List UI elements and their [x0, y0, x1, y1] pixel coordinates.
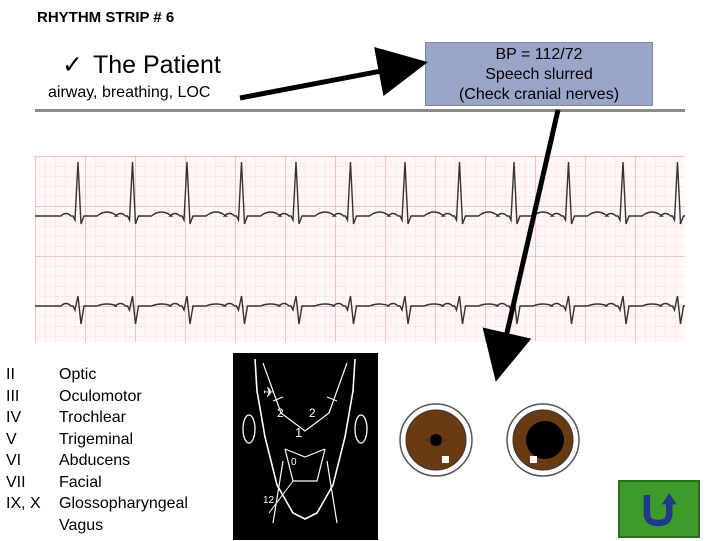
speech-text: Speech slurred [485, 66, 593, 83]
dilated-pupil [526, 421, 564, 459]
rhythm-strip [35, 156, 685, 342]
nerve-number: V [6, 430, 17, 448]
face-label-2-right: 2 [309, 406, 316, 420]
patient-subtitle: airway, breathing, LOC [48, 84, 211, 101]
face-label-2-left: 2 [277, 406, 284, 420]
nerve-name: Facial [59, 473, 102, 491]
face-diagram: 2 2 1 0 12 ✈ [233, 353, 378, 540]
nerve-number: IV [6, 409, 22, 426]
small-pupil [430, 434, 442, 446]
nerve-row: VI Abducens [6, 450, 226, 472]
check-nerves-text: (Check cranial nerves) [458, 86, 620, 103]
checkmark-icon: ✓ [62, 51, 83, 79]
ecg-trace-bottom [35, 295, 685, 325]
divider-line [35, 109, 685, 112]
nerve-number: VI [6, 452, 22, 469]
bp-text: BP = 112/72 [495, 46, 583, 63]
nerve-row: III Oculomotor [6, 386, 226, 408]
patient-label: The Patient [92, 51, 221, 79]
nerve-name: Optic [59, 366, 97, 383]
nerve-name: Trochlear [59, 409, 126, 426]
nerve-row: V Trigeminal [6, 429, 226, 451]
face-label-12: 12 [263, 495, 275, 506]
nerve-number: III [6, 387, 20, 405]
ecg-trace-top [35, 161, 685, 225]
nerve-number: IX, X [6, 495, 41, 512]
arrow-to-infobox [239, 46, 428, 101]
nerve-name: Vagus [59, 516, 104, 534]
patient-heading: ✓ The Patient [62, 50, 221, 80]
pupils-diagram [399, 403, 580, 477]
back-button[interactable] [618, 480, 700, 538]
nerve-row: VII Facial [6, 472, 226, 494]
info-box: BP = 112/72 Speech slurred (Check crania… [425, 42, 653, 106]
nerve-row: IV Trochlear [6, 407, 226, 429]
nerve-name: Trigeminal [59, 430, 134, 448]
face-label-0: 0 [291, 457, 297, 468]
nerve-name: Glossopharyngeal [59, 495, 188, 512]
slide-title: RHYTHM STRIP # 6 [37, 9, 175, 26]
return-arrow-icon [643, 493, 677, 527]
nerve-row: II Optic [6, 364, 226, 386]
svg-text:✈: ✈ [263, 384, 275, 400]
nerve-row: Vagus [6, 515, 226, 537]
face-label-1: 1 [295, 425, 302, 440]
nerve-name: Oculomotor [59, 387, 142, 405]
nerve-number: II [6, 366, 15, 383]
nerve-name: Abducens [59, 452, 131, 469]
nerve-number: VII [6, 473, 26, 491]
nerve-row: IX, X Glossopharyngeal [6, 493, 226, 515]
